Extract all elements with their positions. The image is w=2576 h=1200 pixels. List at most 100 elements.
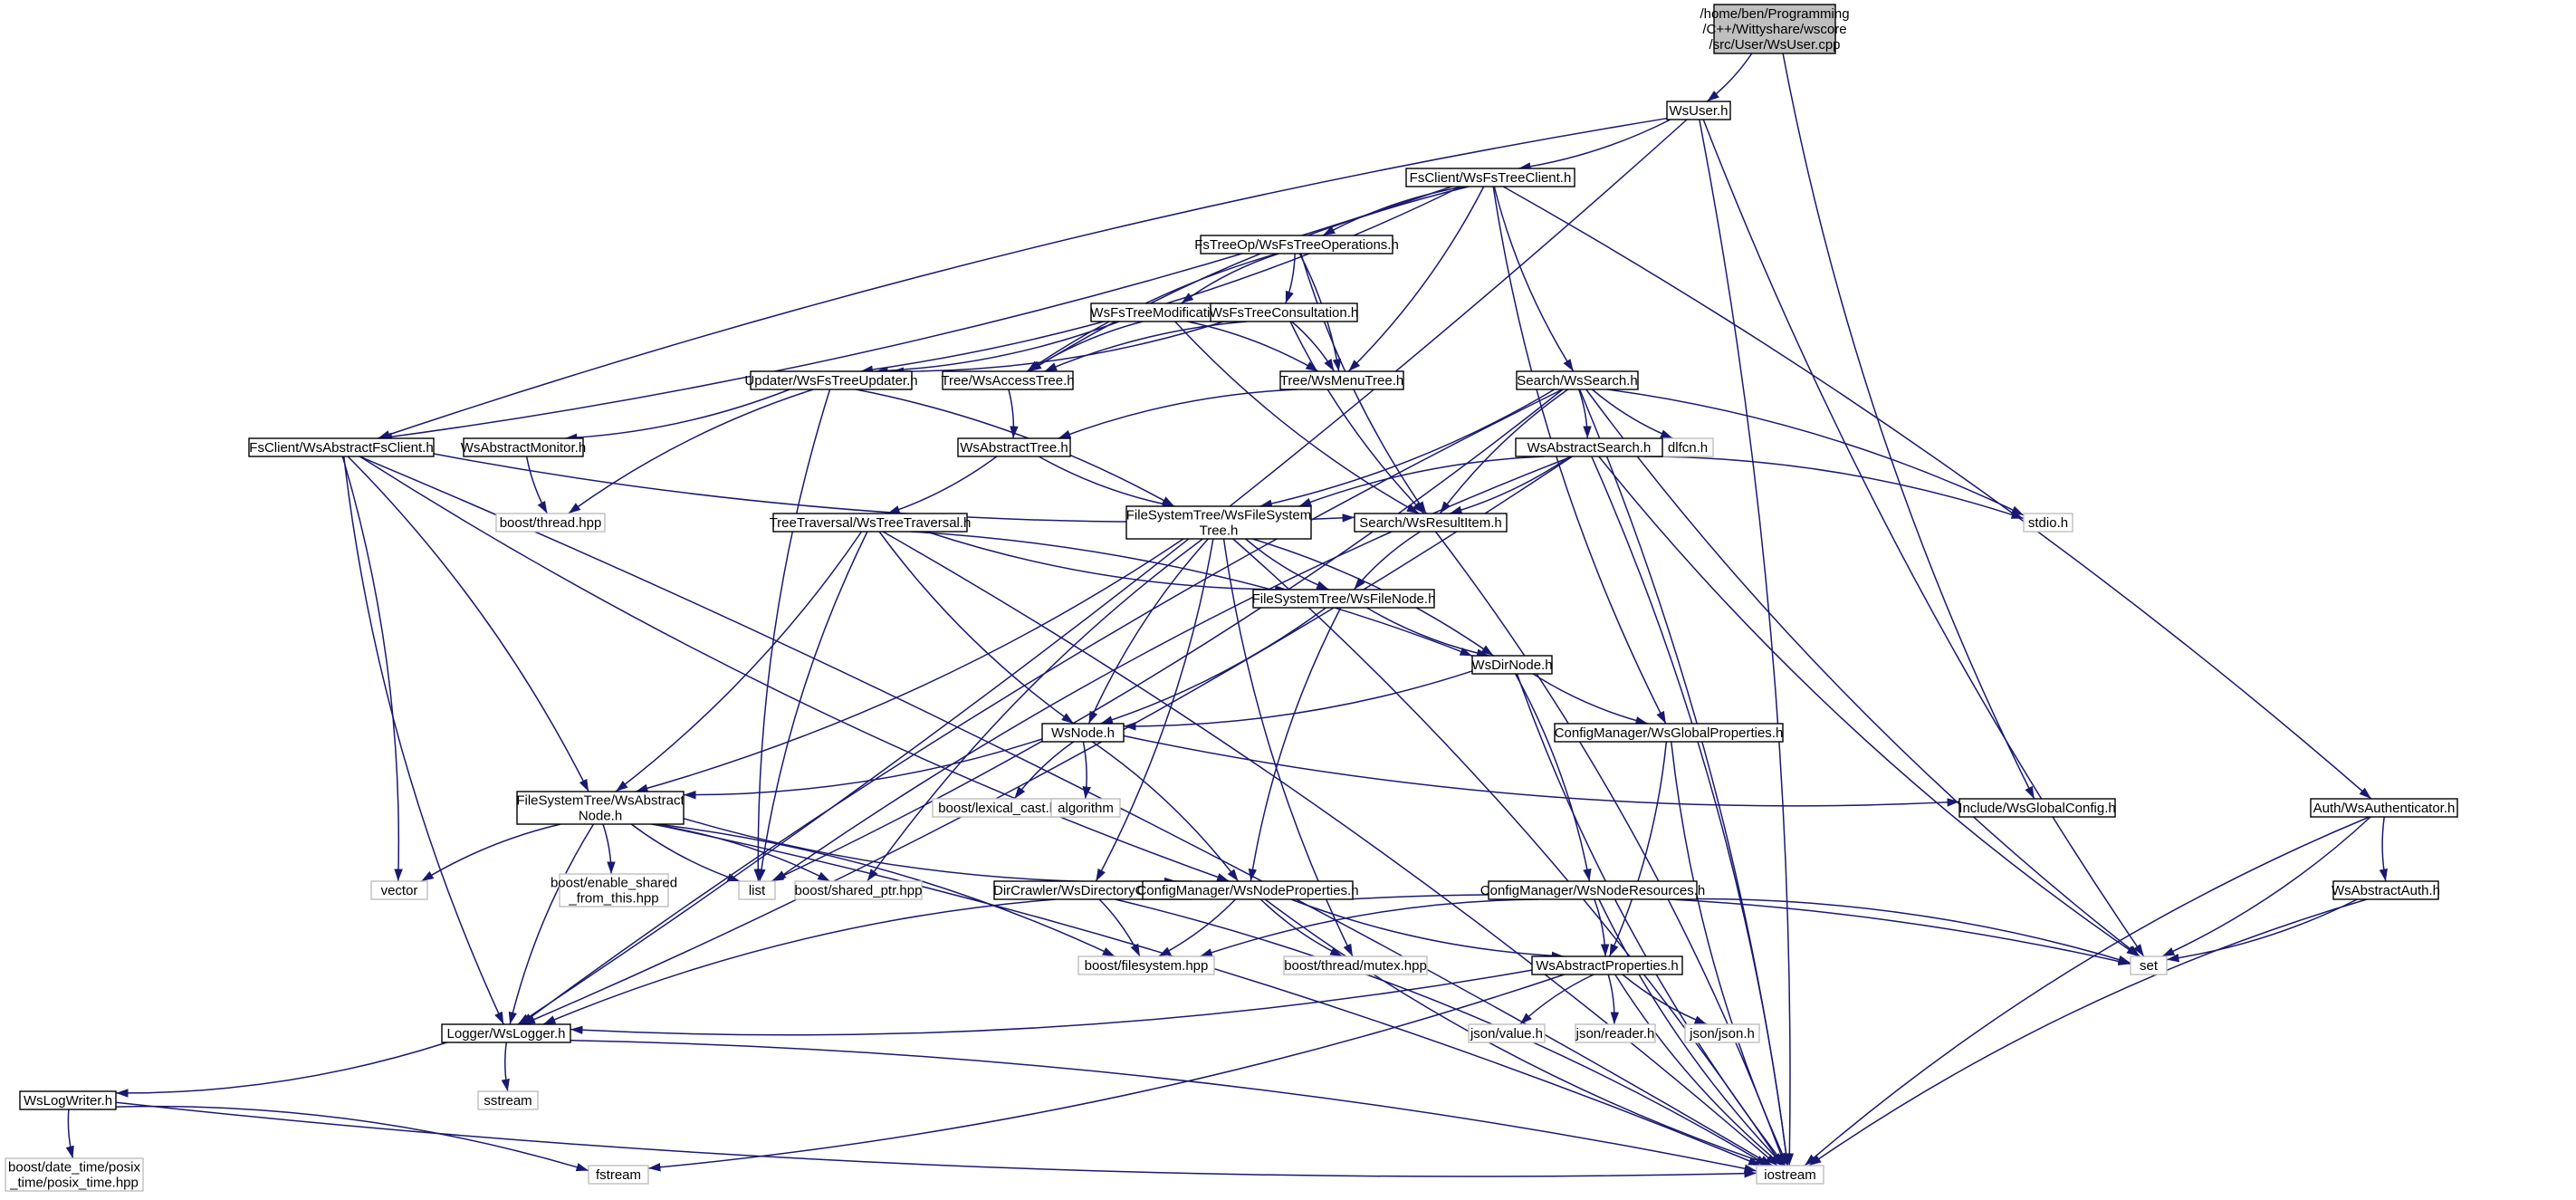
node-abstree[interactable]: WsAbstractTree.h <box>957 437 1071 457</box>
edge-fstreeops-to-treemod <box>1181 253 1279 304</box>
edge-wsnode-to-algorithm <box>1082 741 1091 800</box>
node-updater-label: Updater/WsFsTreeUpdater.h <box>744 373 917 389</box>
node-menutree[interactable]: Tree/WsMenuTree.h <box>1279 370 1404 390</box>
edge-logwriter-to-iostream <box>115 1101 1757 1178</box>
edge-abssearch-to-logger <box>522 456 1573 1025</box>
node-updater[interactable]: Updater/WsFsTreeUpdater.h <box>744 370 918 390</box>
edge-logger-to-logwriter <box>115 1042 447 1098</box>
node-fstree-box <box>1125 505 1312 540</box>
node-jsonjson: json/json.h <box>1684 1023 1760 1043</box>
node-absfsclient[interactable]: FsClient/WsAbstractFsClient.h <box>248 437 435 457</box>
node-set-label: set <box>2140 958 2159 974</box>
node-wsnode[interactable]: WsNode.h <box>1041 723 1125 743</box>
node-treecons[interactable]: WsFsTreeConsultation.h <box>1210 302 1359 322</box>
node-root[interactable]: /home/ben/Programming/C++/Wittyshare/wsc… <box>1700 4 1850 54</box>
edge-fstreeclient-to-menutree <box>1347 186 1485 372</box>
edge-root-to-globalconfig <box>1782 53 2035 800</box>
edge-absprops-to-iostream <box>1614 974 1783 1166</box>
node-algorithm-box <box>1050 798 1121 818</box>
node-absprops[interactable]: WsAbstractProperties.h <box>1531 955 1683 975</box>
node-globalprops[interactable]: ConfigManager/WsGlobalProperties.h <box>1554 723 1784 743</box>
edge-nodeprops-to-iostream <box>1264 898 1774 1166</box>
edge-absfsclient-to-nodeprops <box>359 456 1230 882</box>
node-treetrav-box <box>772 513 968 533</box>
node-treemod[interactable]: WsFsTreeModification.h <box>1090 302 1237 322</box>
node-list-box <box>738 880 776 900</box>
node-abssearch-label: WsAbstractSearch.h <box>1527 440 1652 456</box>
node-boostthread-label: boost/thread.hpp <box>500 515 602 531</box>
edge-absfsclient-to-absnode <box>347 456 589 792</box>
node-iostream: iostream <box>1756 1165 1824 1185</box>
node-wsuser[interactable]: WsUser.h <box>1666 101 1731 120</box>
node-vector-label: vector <box>381 883 418 898</box>
edge-treecons-to-menutree <box>1291 321 1336 372</box>
node-abssearch[interactable]: WsAbstractSearch.h <box>1515 437 1663 457</box>
edge-wsuser-to-set <box>1702 119 2145 957</box>
node-resultitem[interactable]: Search/WsResultItem.h <box>1354 513 1508 533</box>
node-fstream-label: fstream <box>596 1167 641 1183</box>
edge-treetrav-to-iostream <box>882 531 1778 1166</box>
node-dirnode[interactable]: WsDirNode.h <box>1471 655 1553 675</box>
node-vector: vector <box>370 880 428 900</box>
edge-fstreeclient-to-authenticator <box>1502 186 2372 800</box>
node-enableshared: boost/enable_shared_from_this.hpp <box>551 873 677 907</box>
edge-treetrav-to-absnode <box>615 531 863 792</box>
node-accesstree-box <box>942 370 1074 390</box>
node-globalprops-box <box>1554 723 1784 743</box>
edge-fstreeclient-to-fstreeops <box>1322 186 1465 236</box>
node-accesstree-label: Tree/WsAccessTree.h <box>941 373 1074 389</box>
node-absprops-box <box>1531 955 1683 975</box>
node-search[interactable]: Search/WsSearch.h <box>1516 370 1639 390</box>
node-lexcast-label: boost/lexical_cast.hpp <box>938 801 1072 816</box>
node-filenode[interactable]: FileSystemTree/WsFileNode.h <box>1252 589 1436 609</box>
node-logger[interactable]: Logger/WsLogger.h <box>441 1023 571 1043</box>
edge-fstree-to-dirnode <box>1251 538 1494 657</box>
edge-abssearch-to-resultitem <box>1449 456 1571 514</box>
edge-filenode-to-wsnode <box>1100 607 1326 725</box>
node-jsonreader-label: json/reader.h <box>1575 1026 1655 1042</box>
node-authenticator[interactable]: Auth/WsAuthenticator.h <box>2310 798 2458 818</box>
node-fstreeclient[interactable]: FsClient/WsFsTreeClient.h <box>1405 168 1575 187</box>
node-absmonitor-label: WsAbstractMonitor.h <box>461 440 586 456</box>
edge-abstree-to-treetrav <box>886 456 998 514</box>
edge-search-to-abssearch <box>1578 389 1592 439</box>
node-nodeprops-label: ConfigManager/WsNodeProperties.h <box>1136 883 1358 898</box>
edge-filenode-to-nodeprops <box>1248 607 1342 882</box>
edge-search-to-fstree <box>1259 389 1556 508</box>
node-nodeprops[interactable]: ConfigManager/WsNodeProperties.h <box>1136 880 1359 900</box>
edge-abssearch-to-list <box>773 456 1573 882</box>
node-treecons-label: WsFsTreeConsultation.h <box>1210 305 1359 321</box>
node-absmonitor[interactable]: WsAbstractMonitor.h <box>461 437 586 457</box>
node-jsonvalue-label: json/value.h <box>1470 1026 1543 1042</box>
node-set: set <box>2130 955 2168 975</box>
node-root-label: /home/ben/Programming <box>1700 6 1849 22</box>
node-dlfcn-label: dlfcn.h <box>1668 440 1708 456</box>
edge-resultitem-to-filenode <box>1353 531 1421 590</box>
edge-fstreeops-to-treecons <box>1285 253 1296 304</box>
node-wsuser-label: WsUser.h <box>1669 103 1728 119</box>
node-dirnode-box <box>1471 655 1553 675</box>
edge-absfsclient-to-vector <box>341 456 403 882</box>
node-wsnode-box <box>1041 723 1125 743</box>
edge-wsuser-to-fstreeclient <box>1518 119 1671 171</box>
node-logwriter[interactable]: WsLogWriter.h <box>19 1090 117 1110</box>
edge-treetrav-to-wsnode <box>878 531 1075 725</box>
node-noderes[interactable]: ConfigManager/WsNodeResources.h <box>1480 880 1705 900</box>
node-jsonreader: json/reader.h <box>1575 1023 1656 1043</box>
node-fstream-box <box>588 1165 649 1185</box>
edge-layer <box>65 53 2389 1178</box>
node-accesstree[interactable]: Tree/WsAccessTree.h <box>941 370 1075 390</box>
node-absauth[interactable]: WsAbstractAuth.h <box>2332 880 2440 900</box>
node-fstreeops[interactable]: FsTreeOp/WsFsTreeOperations.h <box>1194 235 1399 254</box>
edge-resultitem-to-iostream <box>1434 531 1786 1166</box>
edge-menutree-to-abstree <box>1058 389 1298 439</box>
node-stdio-label: stdio.h <box>2028 515 2068 531</box>
node-abssearch-box <box>1515 437 1663 457</box>
node-treetrav[interactable]: TreeTraversal/WsTreeTraversal.h <box>770 513 972 533</box>
edge-abssearch-to-iostream <box>1591 456 1791 1166</box>
node-globalconfig[interactable]: Include/WsGlobalConfig.h <box>1958 798 2116 818</box>
edge-fstreeclient-to-accesstree <box>1029 186 1470 372</box>
